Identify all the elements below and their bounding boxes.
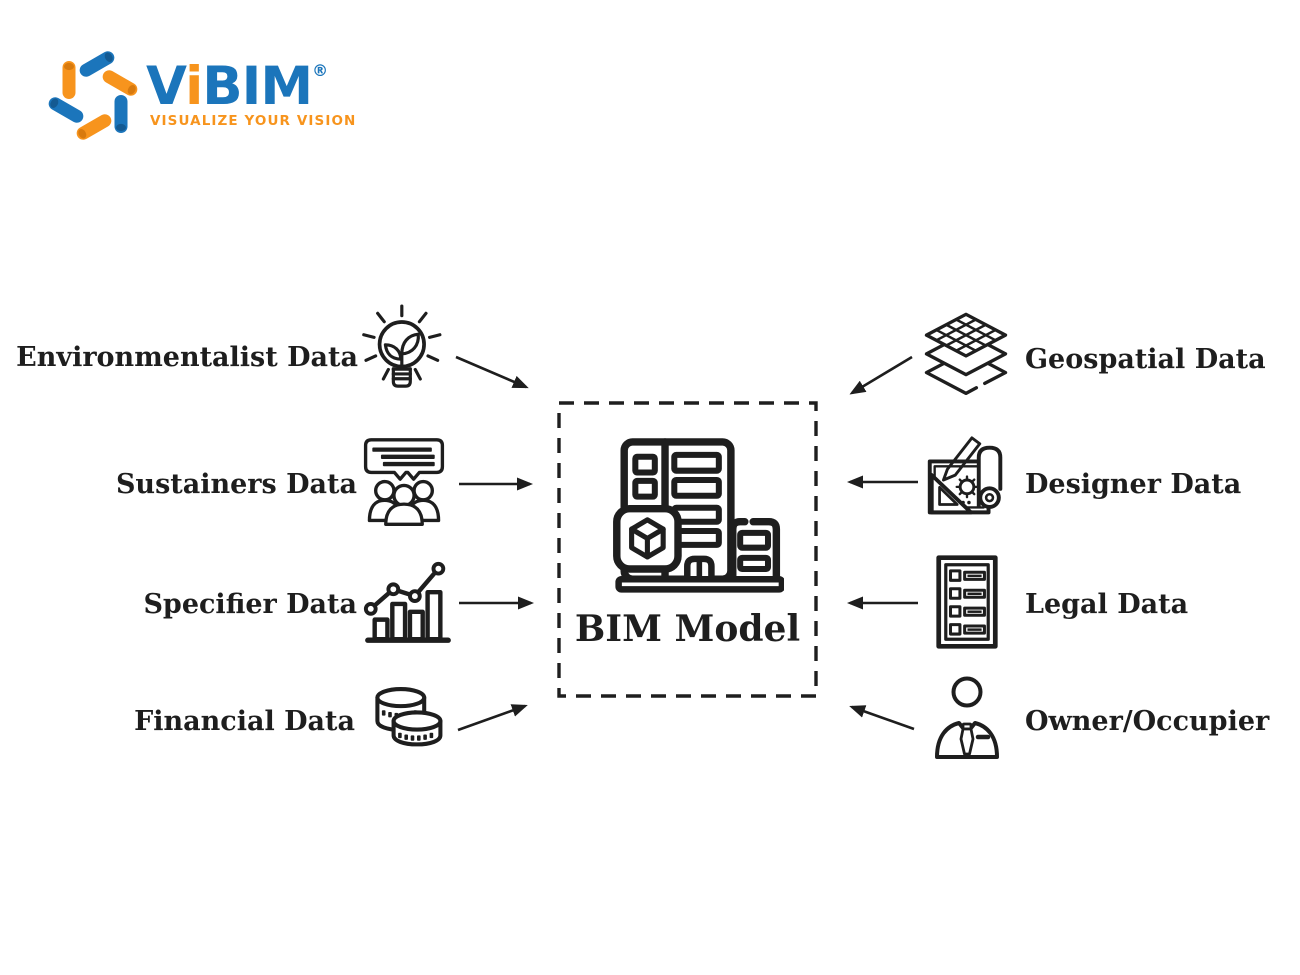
label-environmentalist-data: Environmentalist Data [16,342,358,373]
arrow-owner-to-bim [849,705,915,731]
coins-icon [362,676,454,766]
arrow-geospatial-to-bim [849,355,913,395]
label-designer-data: Designer Data [1025,469,1242,500]
drafting-tools-icon [918,432,1016,530]
label-specifier-data: Specifier Data [143,589,357,620]
arrow-financial-to-bim [457,704,528,732]
logo-pinwheel-icon [48,51,138,140]
map-layers-icon [914,306,1018,410]
dashed-border [557,401,818,698]
bim-model-box [557,401,818,698]
brand-v: V [146,56,186,117]
vibim-logo-mark [48,46,148,150]
brand-bim: BIM [202,56,313,117]
arrow-environmentalist-to-bim [455,355,529,389]
bim-building-cube-icon [598,428,784,595]
logo-tagline: VISUALIZE YOUR VISION [150,113,357,129]
people-discussion-icon [356,434,452,532]
label-financial-data: Financial Data [134,706,355,737]
label-legal-data: Legal Data [1025,589,1189,620]
bar-line-chart-icon [358,553,458,651]
owner-person-icon [932,672,1002,764]
registered-mark: ® [312,61,329,80]
label-sustainers-data: Sustainers Data [115,469,357,500]
label-owner-occupier: Owner/Occupier [1025,706,1270,737]
brand-i: i [185,56,203,117]
bim-model-label: BIM Model [574,608,801,650]
legal-checklist-icon [934,554,1000,650]
vibim-wordmark: ViBIM® [146,60,328,113]
lightbulb-plant-icon [352,304,458,410]
label-geospatial-data: Geospatial Data [1025,344,1266,375]
